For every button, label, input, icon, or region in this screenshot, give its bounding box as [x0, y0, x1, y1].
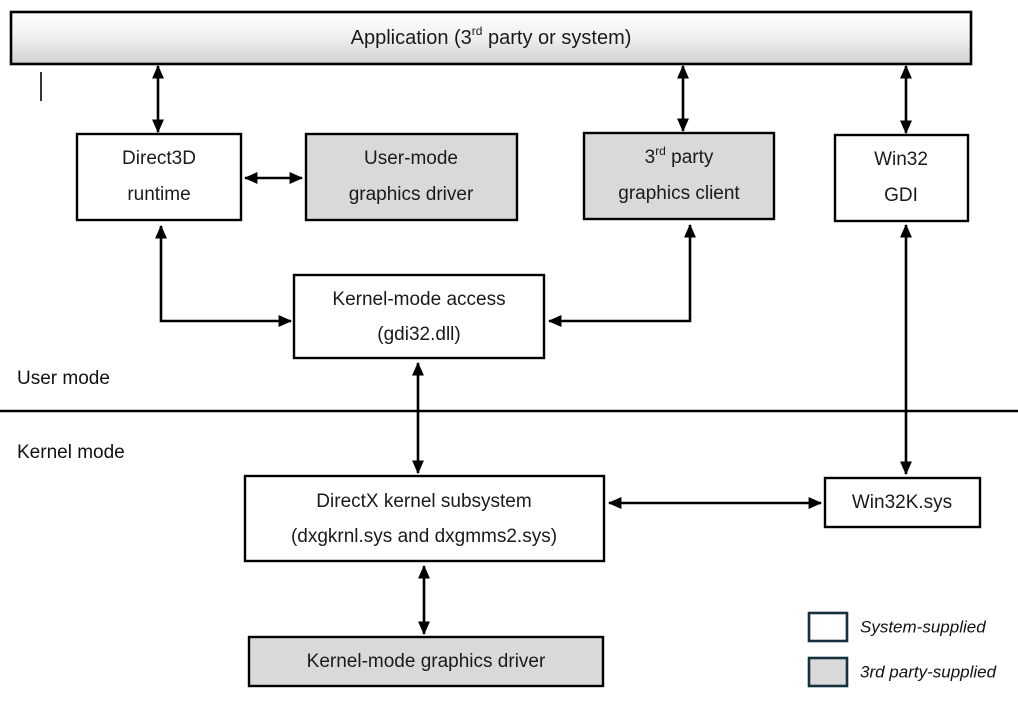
legend-third-party-supplied: 3rd party-supplied — [807, 656, 997, 688]
kernel-mode-access-label-line1: Kernel-mode access — [332, 289, 505, 310]
third-party-client-label-superscript: rd — [655, 144, 666, 158]
node-win32-gdi: Win32 GDI — [833, 133, 970, 223]
user-mode-graphics-driver-label-line1: User-mode — [364, 148, 458, 169]
node-kernel-mode-graphics-driver: Kernel-mode graphics driver — [247, 635, 605, 688]
legend-system-supplied-swatch — [807, 611, 849, 643]
direct3d-runtime-rect — [75, 132, 243, 222]
application-banner-rect — [9, 10, 973, 66]
node-directx-kernel-subsystem: DirectX kernel subsystem (dxgkrnl.sys an… — [243, 474, 606, 563]
node-user-mode-graphics-driver: User-mode graphics driver — [304, 132, 519, 222]
third-party-graphics-client-rect — [582, 131, 776, 221]
connector-kernel-mode-access-to-direct3d-runtime — [155, 224, 293, 327]
legend-system-supplied-label: System-supplied — [860, 617, 986, 636]
kernel-mode-graphics-driver-rect — [247, 635, 605, 688]
application-label-superscript: rd — [472, 24, 483, 38]
third-party-client-label-before: 3 — [645, 147, 656, 168]
node-third-party-graphics-client: 3rd party graphics client — [582, 131, 776, 221]
kernel-mode-graphics-driver-label: Kernel-mode graphics driver — [307, 651, 546, 672]
kernel-mode-access-label-line2: (gdi32.dll) — [377, 324, 460, 345]
directx-kernel-subsystem-label-line2: (dxgkrnl.sys and dxgmms2.sys) — [291, 526, 557, 547]
win32k-sys-label: Win32K.sys — [852, 492, 952, 513]
node-win32k-sys: Win32K.sys — [823, 476, 982, 529]
direct3d-runtime-label-line2: runtime — [127, 184, 190, 205]
application-banner-label: Application (3rd party or system) — [351, 24, 632, 49]
directx-kernel-subsystem-label-line1: DirectX kernel subsystem — [316, 491, 531, 512]
connector-third-party-graphics-client-to-kernel-mode-access — [547, 223, 696, 327]
user-mode-graphics-driver-label-line2: graphics driver — [349, 184, 474, 205]
legend-third-party-supplied-swatch — [807, 656, 849, 688]
node-application-banner: Application (3rd party or system) — [9, 10, 973, 66]
third-party-graphics-client-label-line1: 3rd party — [645, 144, 714, 168]
kernel-mode-access-rect — [292, 273, 546, 360]
win32-gdi-label-line1: Win32 — [874, 149, 928, 170]
kernel-mode-label: Kernel mode — [17, 442, 125, 463]
third-party-client-label-after: party — [666, 147, 714, 168]
user-mode-graphics-driver-rect — [304, 132, 519, 222]
application-label-after: party or system) — [482, 27, 631, 49]
win32-gdi-rect — [833, 133, 970, 223]
win32-gdi-label-line2: GDI — [884, 185, 918, 206]
directx-kernel-subsystem-rect — [243, 474, 606, 563]
third-party-graphics-client-label-line2: graphics client — [618, 183, 740, 204]
application-label-before: Application (3 — [351, 27, 472, 49]
node-direct3d-runtime: Direct3D runtime — [75, 132, 243, 222]
legend-third-party-supplied-label: 3rd party-supplied — [860, 662, 997, 681]
direct3d-runtime-label-line1: Direct3D — [122, 148, 196, 169]
user-mode-label: User mode — [17, 368, 110, 389]
legend: System-supplied 3rd party-supplied — [807, 611, 997, 688]
win32k-sys-rect — [823, 476, 982, 529]
node-kernel-mode-access: Kernel-mode access (gdi32.dll) — [292, 273, 546, 360]
legend-system-supplied: System-supplied — [807, 611, 986, 643]
